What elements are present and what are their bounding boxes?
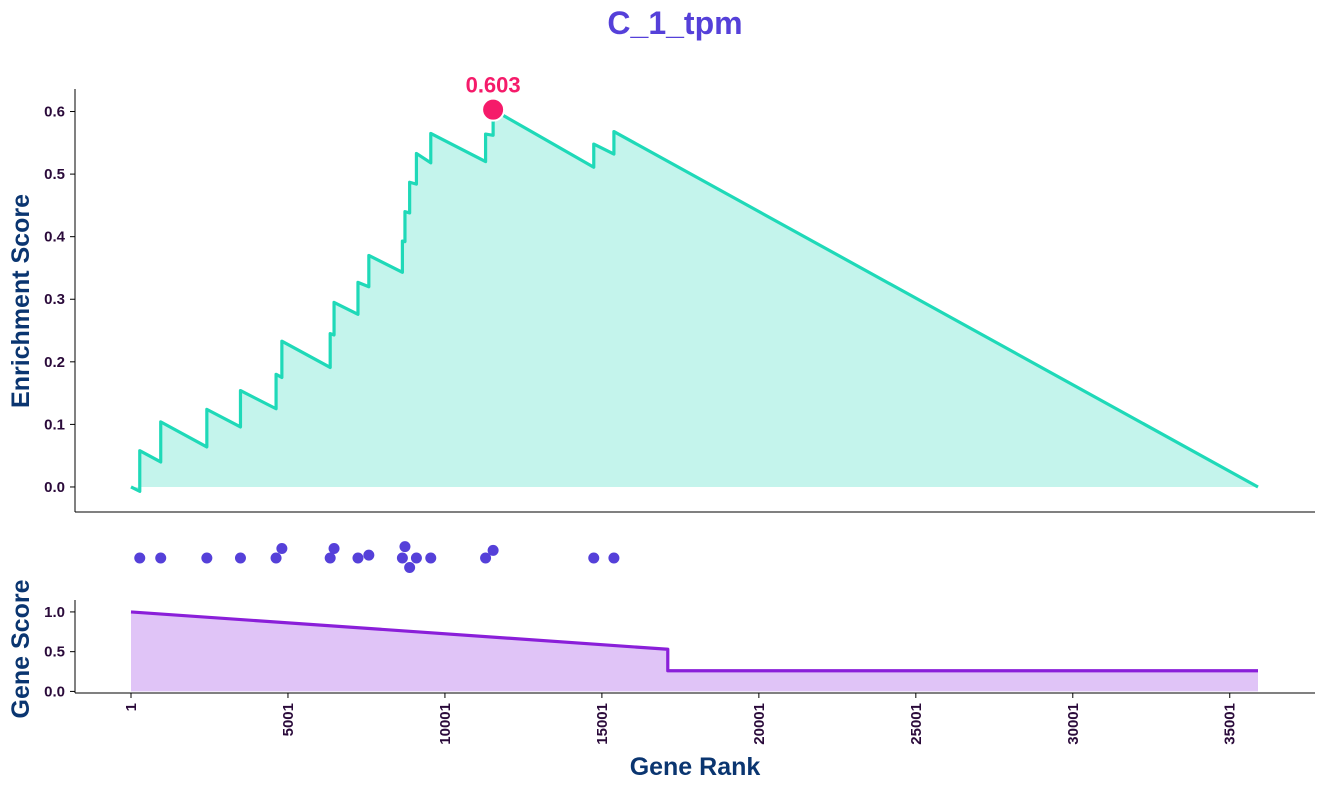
x-tick-label: 25001	[908, 703, 925, 745]
x-tick-label: 10001	[437, 703, 454, 745]
gene-hit-marker	[588, 552, 600, 564]
enrichment-y-tick-label: 0.0	[44, 479, 65, 496]
gene-hit-marker	[328, 543, 340, 554]
gene-hit-marker	[480, 552, 492, 564]
gene-hit-marker	[234, 552, 246, 564]
gene-score-y-ticks: 0.0 0.5 1.0	[44, 604, 75, 700]
enrichment-score-line	[130, 108, 1259, 493]
gene-hit-marker	[352, 552, 364, 564]
gene-hit-marker	[404, 562, 416, 573]
gene-score-y-tick-label: 0.5	[44, 644, 65, 661]
gene-hit-marker	[425, 552, 437, 564]
enrichment-y-tick-label: 0.3	[44, 291, 65, 308]
enrichment-y-axis-label: Enrichment Score	[7, 194, 35, 408]
enrichment-y-tick-label: 0.5	[44, 166, 65, 183]
gene-score-y-axis-label: Gene Score	[7, 579, 35, 718]
gene-hit-marker	[201, 552, 213, 564]
enrichment-y-tick-label: 0.6	[44, 104, 65, 121]
x-tick-label: 5001	[280, 703, 297, 736]
enrichment-y-ticks: 0.0 0.1 0.2 0.3 0.4 0.5 0.6	[44, 104, 75, 496]
gene-hit-marker	[608, 552, 620, 564]
enrichment-y-tick-label: 0.2	[44, 354, 65, 371]
x-tick-label: 15001	[594, 703, 611, 745]
x-tick-label: 30001	[1065, 703, 1082, 745]
x-tick-label: 20001	[751, 703, 768, 745]
chart-title: C_1_tpm	[607, 5, 742, 41]
peak-marker	[481, 97, 506, 122]
gene-hit-marker	[410, 552, 422, 564]
enrichment-panel: 0.603 0.0 0.1 0.2 0.3 0.4 0.5 0.6 Enrichment S…	[7, 73, 1315, 513]
x-axis-label: Gene Rank	[630, 753, 761, 781]
gene-hit-marker	[363, 549, 375, 561]
gene-hit-marker	[324, 552, 336, 564]
gene-hit-marker	[134, 552, 146, 564]
enrichment-y-tick-label: 0.4	[44, 229, 66, 246]
peak-value-label: 0.603	[466, 73, 521, 98]
enrichment-area	[131, 109, 1258, 492]
gene-hit-marker	[270, 552, 282, 564]
gene-hit-marker	[276, 543, 288, 554]
x-tick-label: 1	[123, 703, 140, 711]
gene-score-line	[130, 610, 1258, 673]
enrichment-y-tick-label: 0.1	[44, 416, 65, 433]
x-tick-label: 35001	[1222, 703, 1239, 745]
gene-hit-marker	[155, 552, 167, 564]
gene-hit-marker	[399, 541, 411, 553]
gene-score-y-tick-label: 0.0	[44, 683, 65, 700]
gene-hit-marker	[487, 544, 499, 556]
gene-hits-panel	[134, 541, 620, 573]
gene-score-y-tick-label: 1.0	[44, 604, 65, 621]
gene-hit-marker	[396, 552, 408, 564]
